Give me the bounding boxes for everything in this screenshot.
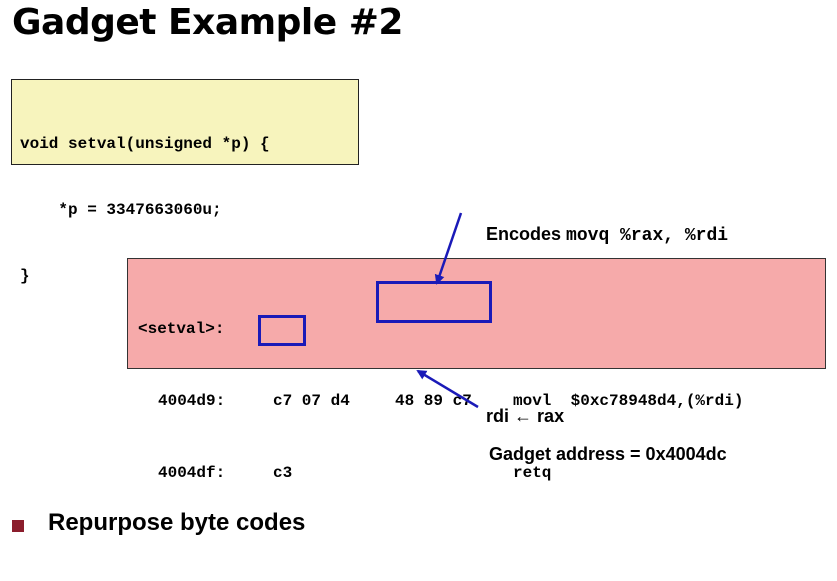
bytes-highlight-1: 48 89 c7 <box>395 392 472 410</box>
function-label: <setval>: <box>138 320 225 338</box>
encodes-prefix: Encodes <box>486 224 562 244</box>
rdi-text: rdi <box>486 406 510 426</box>
rdi-rax-annotation: rdi ← rax <box>486 406 564 427</box>
address-4004d9: 4004d9: <box>158 392 226 410</box>
code-line-2: *p = 3347663060u; <box>20 201 222 219</box>
code-line-1: void setval(unsigned *p) { <box>20 135 270 153</box>
address-4004df: 4004df: <box>158 464 226 482</box>
disassembly-line-2: 4004df: c3 retq <box>138 461 825 485</box>
slide-title: Gadget Example #2 <box>12 2 403 43</box>
left-arrow-icon: ← <box>514 406 533 426</box>
instruction-retq: retq <box>513 464 552 482</box>
gadget-address-label: Gadget address = 0x4004dc <box>489 444 727 464</box>
annotation-arrows <box>416 212 479 409</box>
disassembly-box: <setval>: 4004d9: c7 07 d4 48 89 c7 movl… <box>127 258 826 482</box>
encodes-annotation: Encodes movq %rax, %rdi <box>486 224 728 246</box>
rax-text: rax <box>537 406 565 426</box>
highlight-box-retq-byte <box>258 315 306 346</box>
highlight-box-movq-bytes <box>376 281 492 323</box>
arrow-to-gadget-start <box>416 369 479 409</box>
bullet-repurpose-byte-codes: Repurpose byte codes <box>48 509 306 536</box>
code-line-3: } <box>20 267 30 285</box>
bytes-highlight-2: c3 <box>273 464 293 482</box>
disassembly-label-line: <setval>: <box>138 317 825 341</box>
encodes-code: movq %rax, %rdi <box>566 226 729 246</box>
bytes-pre: c7 07 d4 <box>273 392 350 410</box>
bullet-square-icon <box>12 520 24 532</box>
instruction-movl: movl $0xc78948d4,(%rdi) <box>513 392 744 410</box>
arrow-to-movq-bytes <box>434 212 463 285</box>
disassembly-line-1: 4004d9: c7 07 d4 48 89 c7 movl $0xc78948… <box>138 389 825 413</box>
c-source-code-box: void setval(unsigned *p) { *p = 33476630… <box>11 79 359 285</box>
